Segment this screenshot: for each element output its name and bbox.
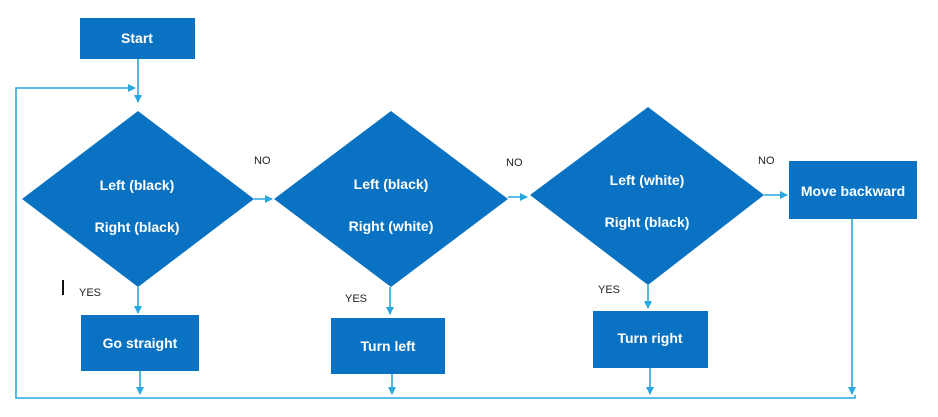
d2-yes-label: YES	[345, 293, 367, 305]
d3-yes-label: YES	[598, 284, 620, 296]
turn-left-box	[331, 318, 445, 374]
turn-right-label: Turn right	[617, 330, 682, 346]
decision-2-line2: Right (white)	[349, 218, 434, 234]
decision-3-line2: Right (black)	[605, 214, 690, 230]
decision-1-diamond	[22, 111, 254, 287]
start-node: Start	[80, 18, 195, 59]
go-straight-node: Go straight	[81, 315, 199, 371]
decision-1: Left (black) Right (black)	[22, 111, 254, 287]
decision-2: Left (black) Right (white)	[274, 111, 508, 287]
turn-left-node: Turn left	[331, 318, 445, 374]
decision-1-line2: Right (black)	[95, 219, 180, 235]
move-backward-label: Move backward	[801, 183, 905, 199]
text-cursor-mark	[62, 280, 64, 295]
move-backward-box	[789, 161, 917, 219]
go-straight-label: Go straight	[103, 335, 178, 351]
decision-2-diamond	[274, 111, 508, 287]
turn-left-label: Turn left	[361, 338, 416, 354]
start-label: Start	[121, 30, 153, 46]
start-box	[80, 18, 195, 59]
d2-no-label: NO	[506, 157, 523, 169]
d1-no-label: NO	[254, 155, 271, 167]
decision-3: Left (white) Right (black)	[530, 107, 764, 285]
d3-no-label: NO	[758, 155, 775, 167]
turn-right-box	[593, 311, 708, 368]
connector-loop-back	[15, 84, 856, 399]
decision-2-line1: Left (black)	[354, 176, 429, 192]
decision-3-diamond	[530, 107, 764, 285]
edge-labels: NO NO NO YES YES YES	[79, 155, 775, 305]
decision-1-line1: Left (black)	[100, 177, 175, 193]
turn-right-node: Turn right	[593, 311, 708, 368]
go-straight-box	[81, 315, 199, 371]
d1-yes-label: YES	[79, 287, 101, 299]
decision-3-line1: Left (white)	[610, 172, 685, 188]
connectors	[15, 59, 856, 399]
move-backward-node: Move backward	[789, 161, 917, 219]
